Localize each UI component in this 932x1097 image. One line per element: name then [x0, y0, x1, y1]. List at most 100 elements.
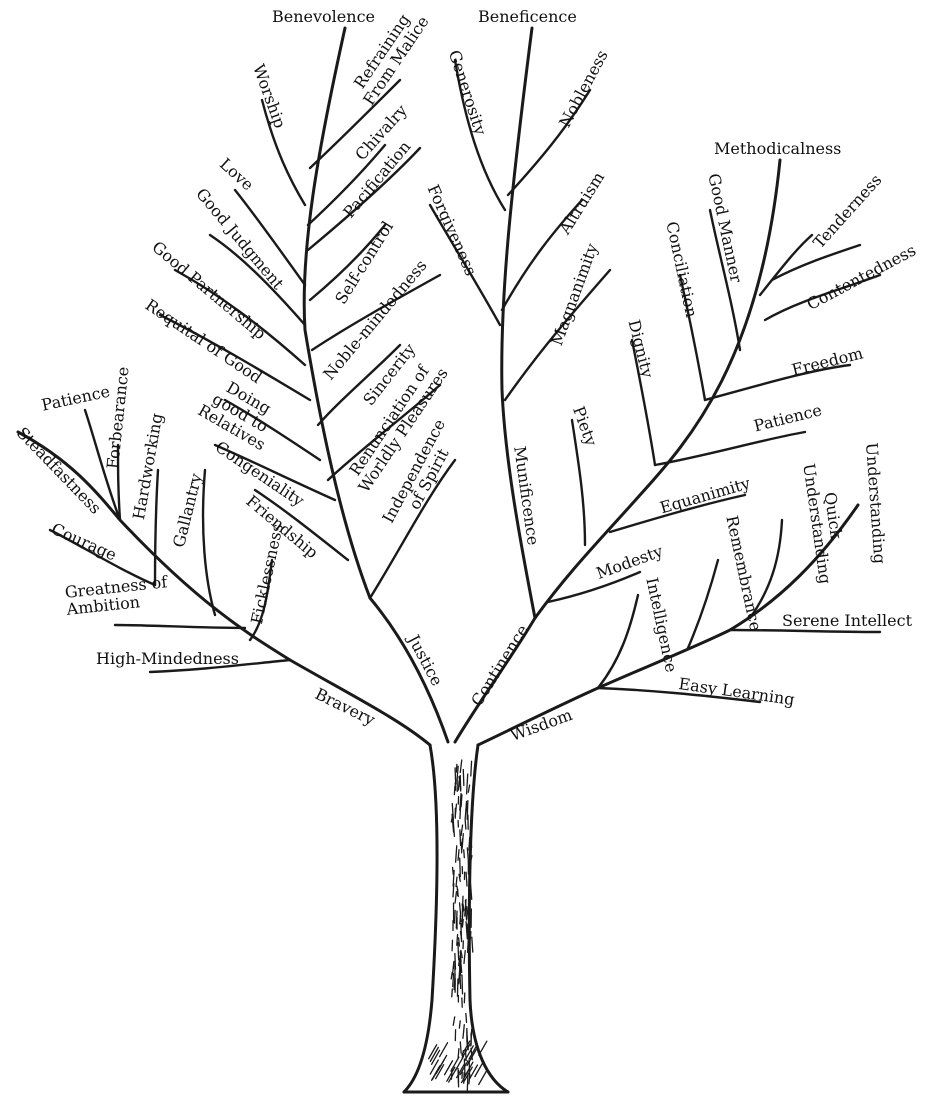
bark-stroke: [461, 907, 464, 928]
bark-stroke: [469, 855, 473, 863]
bark-stroke: [469, 882, 473, 900]
continence-limb: [453, 616, 537, 744]
bark-stroke: [459, 792, 462, 811]
bark-stroke: [462, 903, 465, 911]
bark-stroke: [478, 1040, 488, 1056]
bark-stroke: [459, 829, 462, 847]
bark-stroke: [467, 784, 471, 793]
bark-stroke: [454, 890, 458, 904]
bark-stroke: [451, 866, 454, 875]
bark-stroke: [460, 794, 463, 808]
bark-stroke: [450, 1056, 460, 1072]
bark-stroke: [457, 937, 461, 947]
bark-stroke: [463, 1066, 473, 1082]
bark-stroke: [456, 933, 459, 946]
bark-stroke: [467, 905, 470, 920]
bark-stroke: [429, 1046, 439, 1063]
bark-stroke: [468, 1044, 478, 1060]
bark-stroke: [455, 910, 458, 929]
bark-stroke: [461, 1043, 471, 1059]
bark-stroke: [435, 1064, 445, 1080]
bark-stroke: [464, 898, 467, 917]
bark-stroke: [471, 936, 474, 953]
bark-stroke: [466, 923, 469, 939]
bark-stroke: [457, 941, 460, 961]
bark-stroke: [438, 1042, 449, 1058]
bark-stroke: [465, 921, 468, 940]
bark-stroke: [474, 1061, 484, 1078]
bark-stroke: [457, 957, 461, 967]
bark-stroke: [443, 1060, 454, 1076]
justice-limb: [368, 596, 450, 744]
bark-stroke: [450, 972, 453, 980]
bark-stroke: [458, 1020, 461, 1029]
label-high-mindedness: High-Mindedness: [96, 649, 239, 668]
bark-stroke: [461, 1040, 471, 1056]
bark-stroke: [462, 768, 465, 787]
bark-stroke: [452, 973, 455, 988]
bravery-branches: [16, 408, 292, 674]
label-benevolence: Benevolence: [272, 7, 375, 26]
bark-stroke: [455, 876, 458, 888]
bark-stroke: [478, 1069, 488, 1086]
bark-stroke: [452, 960, 455, 970]
bark-stroke: [459, 959, 463, 974]
wisdom-branches: [596, 503, 882, 704]
bark-stroke: [454, 1055, 465, 1072]
bark-stroke: [452, 869, 455, 887]
bark-stroke: [452, 1016, 456, 1026]
bark-stroke: [468, 836, 471, 851]
bark-stroke: [458, 965, 461, 985]
bark-stroke: [458, 873, 461, 883]
bark-stroke: [464, 1045, 474, 1061]
bark-stroke: [464, 819, 467, 830]
bark-stroke: [463, 849, 465, 859]
bark-stroke: [459, 759, 463, 774]
bark-stroke: [455, 763, 458, 773]
bark-stroke: [466, 1073, 469, 1094]
bark-hatching: [428, 759, 488, 1094]
bark-stroke: [454, 767, 457, 785]
trunk: [402, 743, 510, 1094]
label-serene-intellect: Serene Intellect: [782, 611, 913, 630]
bark-stroke: [459, 857, 461, 878]
bark-stroke: [435, 1058, 445, 1075]
bark-stroke: [457, 1048, 460, 1059]
bark-stroke: [465, 773, 469, 795]
bark-stroke: [460, 1067, 471, 1084]
bark-stroke: [429, 1059, 439, 1075]
bark-stroke: [456, 1062, 466, 1079]
bark-stroke: [461, 833, 464, 849]
bark-stroke: [454, 845, 458, 863]
bark-stroke: [460, 922, 463, 943]
bark-stroke: [457, 849, 460, 861]
bark-stroke: [457, 780, 460, 791]
bark-stroke: [470, 837, 473, 849]
bark-stroke: [466, 1050, 476, 1067]
bark-stroke: [470, 760, 473, 777]
bark-stroke: [463, 949, 466, 965]
bark-stroke: [459, 911, 462, 925]
label-beneficence: Beneficence: [478, 7, 577, 26]
bark-stroke: [446, 1066, 456, 1082]
continence-branches: [428, 26, 882, 620]
bark-stroke: [465, 871, 468, 887]
bravery-limb: [288, 658, 432, 747]
bark-stroke: [470, 814, 473, 829]
bark-stroke: [460, 949, 463, 959]
bark-stroke: [468, 1064, 479, 1080]
bark-stroke: [451, 802, 455, 821]
bark-stroke: [430, 1049, 441, 1065]
bark-stroke: [456, 885, 459, 898]
bark-stroke: [468, 973, 472, 985]
bark-stroke: [460, 824, 464, 837]
wisdom-limb: [476, 686, 600, 747]
bark-stroke: [459, 1041, 462, 1054]
justice-branches: [158, 26, 457, 600]
bark-stroke: [459, 1059, 469, 1076]
bark-stroke: [465, 1012, 468, 1023]
bark-stroke: [458, 775, 462, 789]
bark-stroke: [451, 813, 455, 833]
label-methodicalness: Methodicalness: [714, 139, 842, 158]
